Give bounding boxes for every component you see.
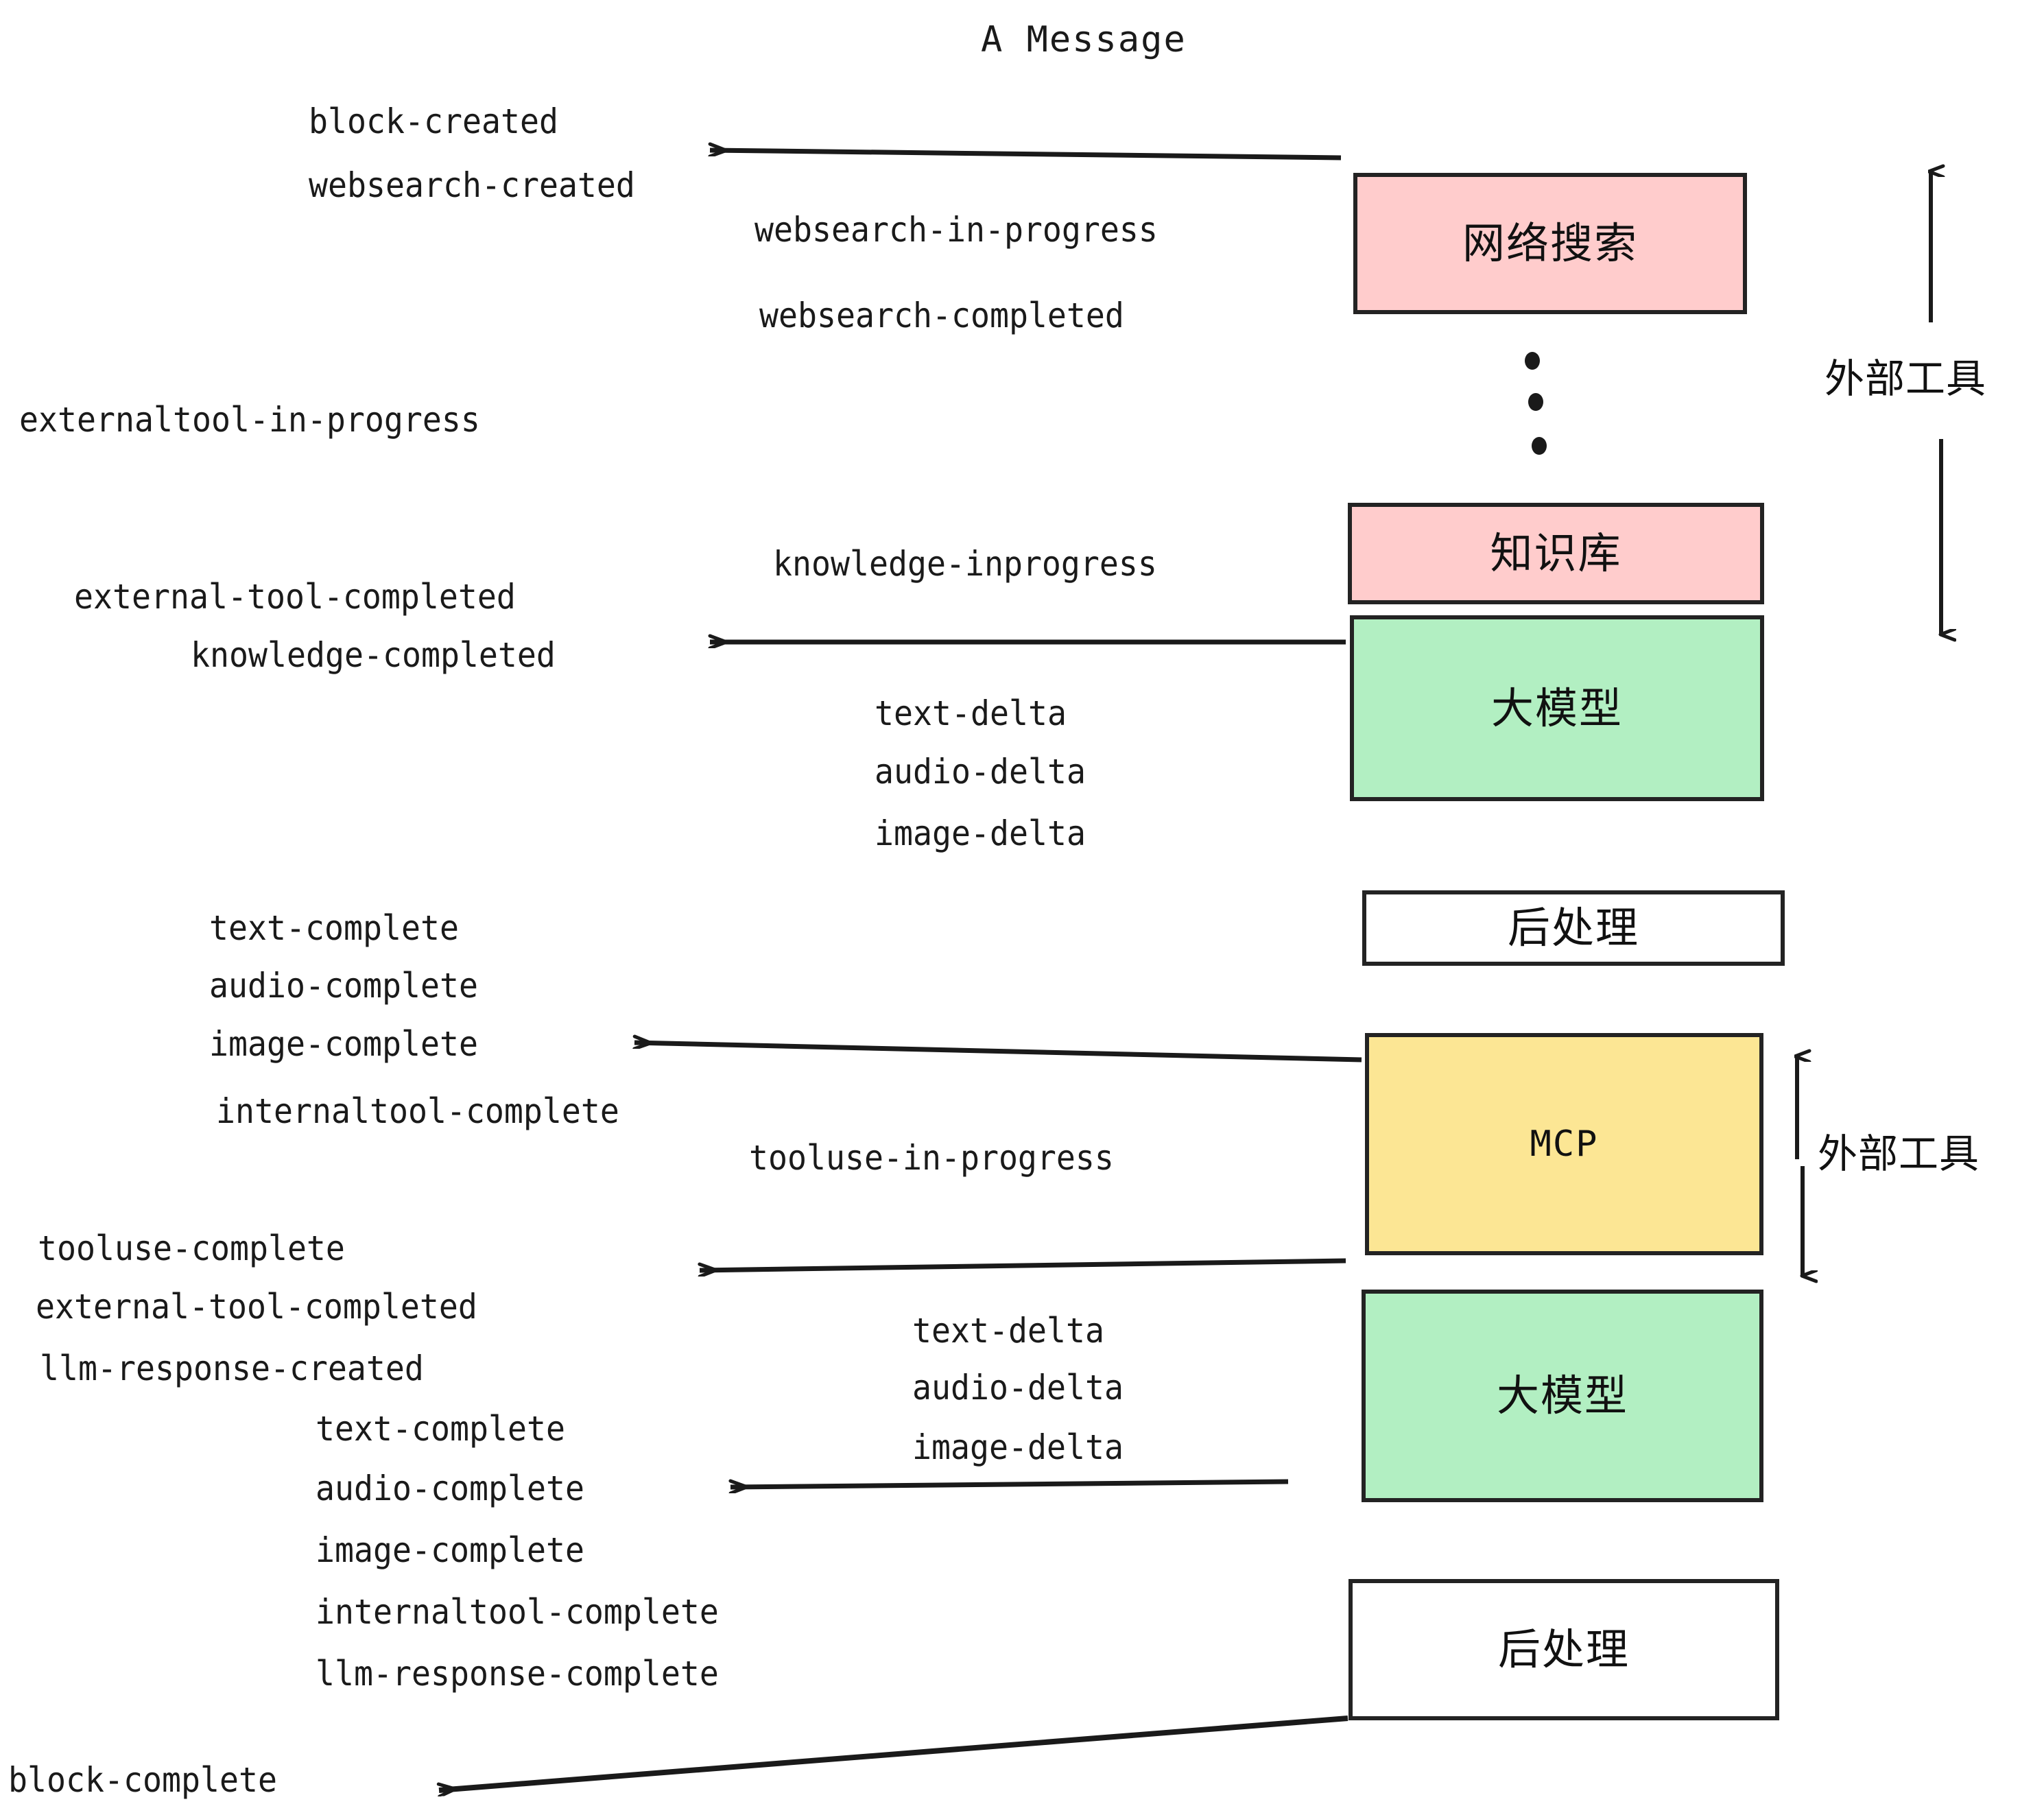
- event-external-tool-completed-1: external-tool-completed: [74, 577, 516, 617]
- stage-box-llm-bottom-label: 大模型: [1496, 1370, 1628, 1421]
- event-block-complete: block-complete: [8, 1760, 277, 1800]
- stage-box-websearch-label: 网络搜索: [1462, 218, 1638, 268]
- event-llm-response-complete: llm-response-complete: [316, 1654, 719, 1694]
- event-knowledge-completed: knowledge-completed: [191, 635, 556, 675]
- event-knowledge-inprogress: knowledge-inprogress: [773, 544, 1157, 584]
- event-externaltool-in-progress: externaltool-in-progress: [19, 400, 480, 440]
- event-websearch-in-progress: websearch-in-progress: [754, 210, 1158, 250]
- stage-box-postprocess-bottom[interactable]: 后处理: [1348, 1579, 1779, 1720]
- stage-box-mcp-label: MCP: [1530, 1124, 1599, 1165]
- stage-box-mcp[interactable]: MCP: [1365, 1033, 1763, 1255]
- event-image-delta-2: image-delta: [912, 1427, 1124, 1467]
- ellipsis-dot-2: [1528, 393, 1543, 411]
- event-websearch-completed: websearch-completed: [759, 296, 1124, 335]
- arrow-postprocess-to-blockcomplete: [439, 1716, 1348, 1790]
- stage-box-llm-top-label: 大模型: [1490, 683, 1623, 733]
- arrow-postprocess-to-imagecomplete: [634, 1043, 1362, 1063]
- external-tool-label-top: 外部工具: [1825, 355, 1987, 402]
- external-tool-label-bottom: 外部工具: [1818, 1130, 1980, 1177]
- stage-box-postprocess-top[interactable]: 后处理: [1362, 890, 1785, 966]
- arrow-websearch-to-blockcreated: [710, 150, 1342, 161]
- event-audio-complete-2: audio-complete: [316, 1469, 584, 1508]
- external-tool-range-bottom: [1797, 1056, 1803, 1276]
- event-audio-delta-1: audio-delta: [875, 752, 1086, 792]
- event-image-delta-1: image-delta: [875, 814, 1086, 853]
- event-image-complete-1: image-complete: [209, 1024, 478, 1064]
- stage-box-postprocess-bottom-label: 后处理: [1497, 1624, 1630, 1674]
- event-audio-delta-2: audio-delta: [912, 1368, 1124, 1408]
- event-text-complete-2: text-complete: [316, 1409, 565, 1449]
- arrow-llm-to-audiocomplete: [730, 1479, 1289, 1487]
- event-text-delta-1: text-delta: [875, 693, 1067, 733]
- ellipsis-dot-3: [1532, 437, 1547, 455]
- event-tooluse-complete: tooluse-complete: [38, 1229, 345, 1268]
- event-tooluse-in-progress: tooluse-in-progress: [749, 1138, 1114, 1178]
- stage-box-knowledge-label: 知识库: [1490, 528, 1622, 578]
- stage-box-postprocess-top-label: 后处理: [1507, 903, 1639, 953]
- arrow-mcp-to-toolusecomplete: [700, 1258, 1346, 1270]
- event-internaltool-complete-1: internaltool-complete: [216, 1091, 619, 1131]
- event-internaltool-complete-2: internaltool-complete: [316, 1592, 719, 1632]
- event-audio-complete-1: audio-complete: [209, 966, 478, 1006]
- event-block-created: block-created: [309, 102, 558, 141]
- event-external-tool-completed-2: external-tool-completed: [36, 1287, 477, 1327]
- stage-box-llm-bottom[interactable]: 大模型: [1362, 1290, 1763, 1502]
- diagram-title: A Message: [981, 19, 1187, 60]
- stage-box-llm-top[interactable]: 大模型: [1350, 615, 1764, 801]
- event-text-complete-1: text-complete: [209, 908, 459, 948]
- event-image-complete-2: image-complete: [316, 1530, 584, 1570]
- event-websearch-created: websearch-created: [309, 165, 635, 205]
- event-text-delta-2: text-delta: [912, 1311, 1104, 1351]
- stage-box-websearch[interactable]: 网络搜索: [1353, 173, 1747, 314]
- ellipsis-dot-1: [1525, 352, 1540, 370]
- event-llm-response-created: llm-response-created: [40, 1349, 424, 1388]
- stage-box-knowledge[interactable]: 知识库: [1348, 503, 1764, 604]
